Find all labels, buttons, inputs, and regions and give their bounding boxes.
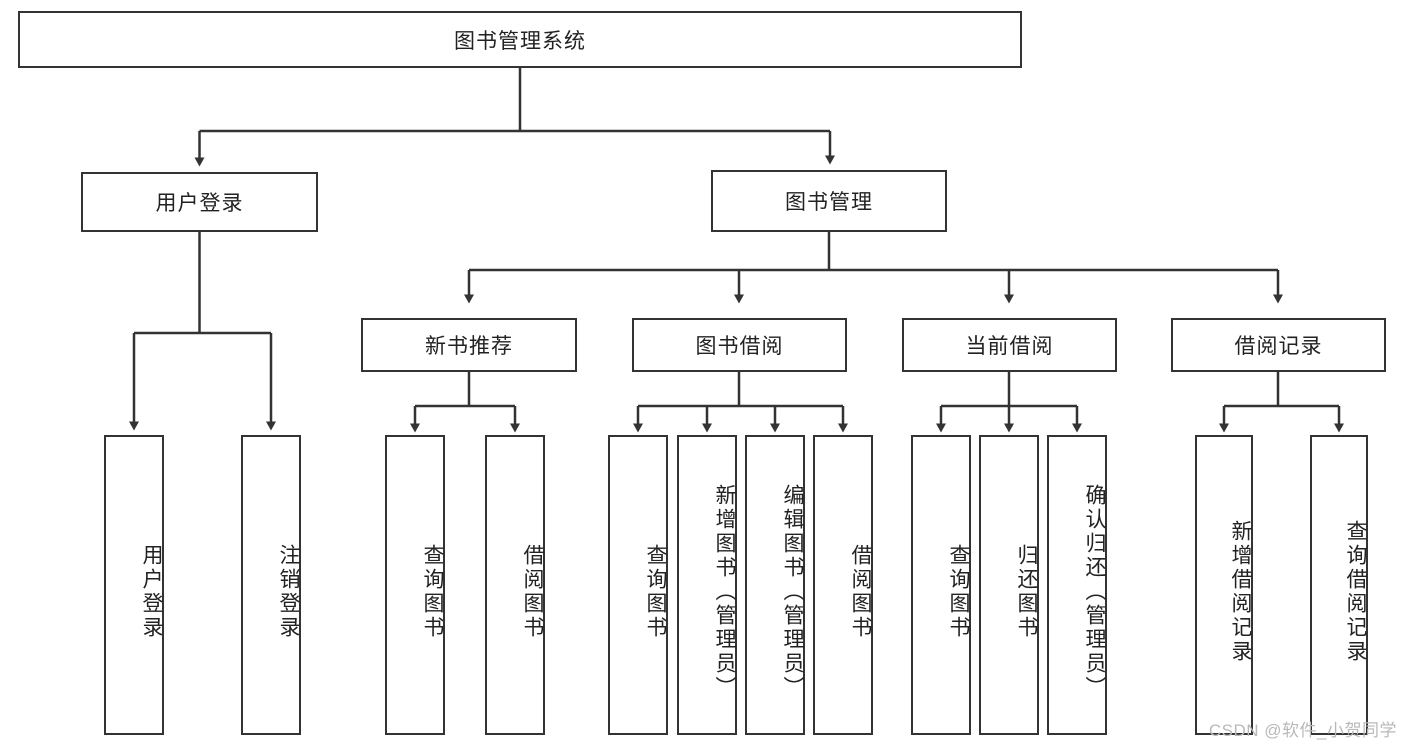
leaf-new-book-1-label: 查询图书	[421, 544, 444, 640]
leaf-book-borrow-3-label: 编辑图书（管理员）	[781, 484, 804, 700]
leaf-book-borrow-2[interactable]: 新增图书（管理员）	[677, 435, 737, 735]
node-current-borrow[interactable]: 当前借阅	[902, 318, 1117, 372]
leaf-borrow-records-1[interactable]: 新增借阅记录	[1195, 435, 1253, 735]
leaf-book-borrow-4-label: 借阅图书	[849, 544, 872, 640]
watermark-csdn: CSDN @软件_小贺同学	[1208, 721, 1397, 740]
node-user-login-label: 用户登录	[155, 192, 244, 215]
leaf-new-book-1[interactable]: 查询图书	[385, 435, 445, 735]
leaf-book-borrow-3[interactable]: 编辑图书（管理员）	[745, 435, 805, 735]
node-book-borrow[interactable]: 图书借阅	[632, 318, 847, 372]
leaf-current-borrow-1[interactable]: 查询图书	[911, 435, 971, 735]
leaf-new-book-2[interactable]: 借阅图书	[485, 435, 545, 735]
node-book-manage-label: 图书管理	[785, 191, 873, 214]
leaf-borrow-records-2-label: 查询借阅记录	[1344, 520, 1367, 664]
leaf-book-borrow-4[interactable]: 借阅图书	[813, 435, 873, 735]
node-user-login[interactable]: 用户登录	[81, 172, 318, 232]
node-borrow-records[interactable]: 借阅记录	[1171, 318, 1386, 372]
node-new-book-recommend-label: 新书推荐	[425, 335, 513, 358]
leaf-current-borrow-2-label: 归还图书	[1015, 544, 1038, 640]
leaf-new-book-2-label: 借阅图书	[521, 544, 544, 640]
leaf-book-borrow-1-label: 查询图书	[644, 544, 667, 640]
leaf-current-borrow-1-label: 查询图书	[947, 544, 970, 640]
leaf-user-login-2[interactable]: 注销登录	[241, 435, 301, 735]
leaf-book-borrow-1[interactable]: 查询图书	[608, 435, 668, 735]
leaf-user-login-1-label: 用户登录	[140, 544, 163, 640]
leaf-user-login-2-label: 注销登录	[277, 544, 300, 640]
leaf-borrow-records-2[interactable]: 查询借阅记录	[1310, 435, 1368, 735]
leaf-user-login-1[interactable]: 用户登录	[104, 435, 164, 735]
leaf-borrow-records-1-label: 新增借阅记录	[1229, 520, 1252, 664]
node-current-borrow-label: 当前借阅	[965, 335, 1054, 358]
node-root-label: 图书管理系统	[454, 29, 586, 53]
node-book-manage[interactable]: 图书管理	[711, 170, 947, 232]
node-borrow-records-label: 借阅记录	[1234, 335, 1323, 358]
node-new-book-recommend[interactable]: 新书推荐	[361, 318, 577, 372]
leaf-current-borrow-3-label: 确认归还（管理员）	[1083, 484, 1106, 700]
node-root[interactable]: 图书管理系统	[18, 11, 1022, 68]
leaf-book-borrow-2-label: 新增图书（管理员）	[713, 484, 736, 700]
node-book-borrow-label: 图书借阅	[695, 335, 784, 358]
leaf-current-borrow-3[interactable]: 确认归还（管理员）	[1047, 435, 1107, 735]
leaf-current-borrow-2[interactable]: 归还图书	[979, 435, 1039, 735]
